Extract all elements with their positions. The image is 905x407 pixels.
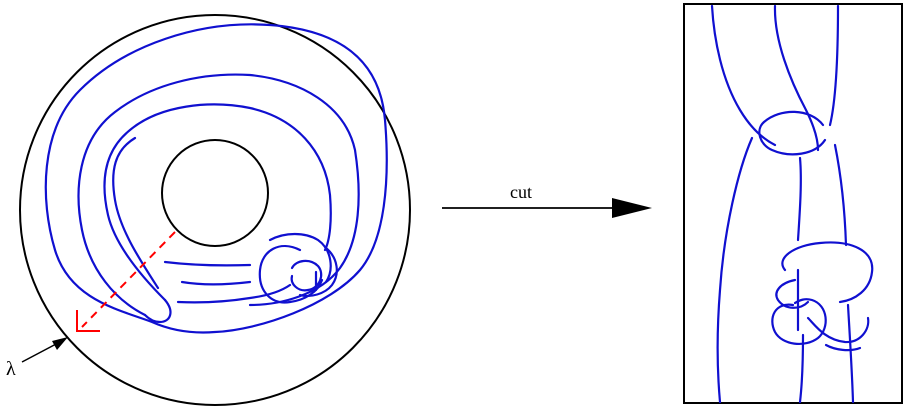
tangle-strand-middle-bottom	[798, 333, 805, 404]
knot-strand-horizontal-2	[176, 283, 292, 304]
tangle-strand-right-2	[846, 303, 855, 404]
tangle-crossing-loop	[758, 110, 827, 156]
tangle-loop-right-lower	[824, 343, 862, 352]
tangle-strand-right-1	[833, 143, 848, 247]
knot-strand-horizontal-3	[163, 260, 252, 267]
tangle-loop-left-lobe	[775, 278, 810, 309]
knot-cluster-loop-3	[290, 259, 323, 292]
tangle-knot	[710, 4, 874, 404]
tangle-loop-right-lobe	[806, 316, 870, 344]
lambda-arrow-line	[21, 342, 59, 363]
tangle-strand-top-left	[710, 4, 777, 147]
cut-path-arrowhead	[76, 310, 100, 332]
annulus-knot	[44, 23, 388, 334]
tangle-box	[683, 3, 903, 404]
outer-circle	[19, 14, 411, 406]
cut-arrow-head	[612, 198, 652, 218]
knot-strand-lower-left	[143, 298, 172, 324]
lambda-label: λ	[6, 358, 16, 380]
tangle-big-loop	[781, 241, 874, 304]
knot-cluster-loop-1	[258, 244, 324, 304]
tangle-strand-top-second	[773, 4, 820, 152]
annulus	[19, 14, 411, 406]
knot-cluster-loop-2	[268, 232, 332, 284]
inner-circle	[161, 139, 269, 247]
tangle-small-circle	[771, 298, 827, 346]
cut-arrow-label: cut	[510, 182, 532, 202]
lambda-arrowhead	[52, 337, 68, 350]
knot-strand-horizontal-1	[180, 280, 252, 286]
cut-arrow: cut	[442, 182, 652, 218]
knot-cluster-loop-4	[298, 246, 338, 298]
lambda-pointer: λ	[6, 337, 68, 380]
tangle-strand-left-long	[716, 136, 754, 404]
knot-strand-second	[77, 73, 360, 317]
tangle-strand-middle-1	[796, 156, 802, 242]
knot-strand-third	[103, 103, 332, 302]
tangle-strand-top-right	[828, 4, 840, 127]
cut-path	[76, 231, 176, 332]
knot-strand-outer	[44, 23, 388, 334]
